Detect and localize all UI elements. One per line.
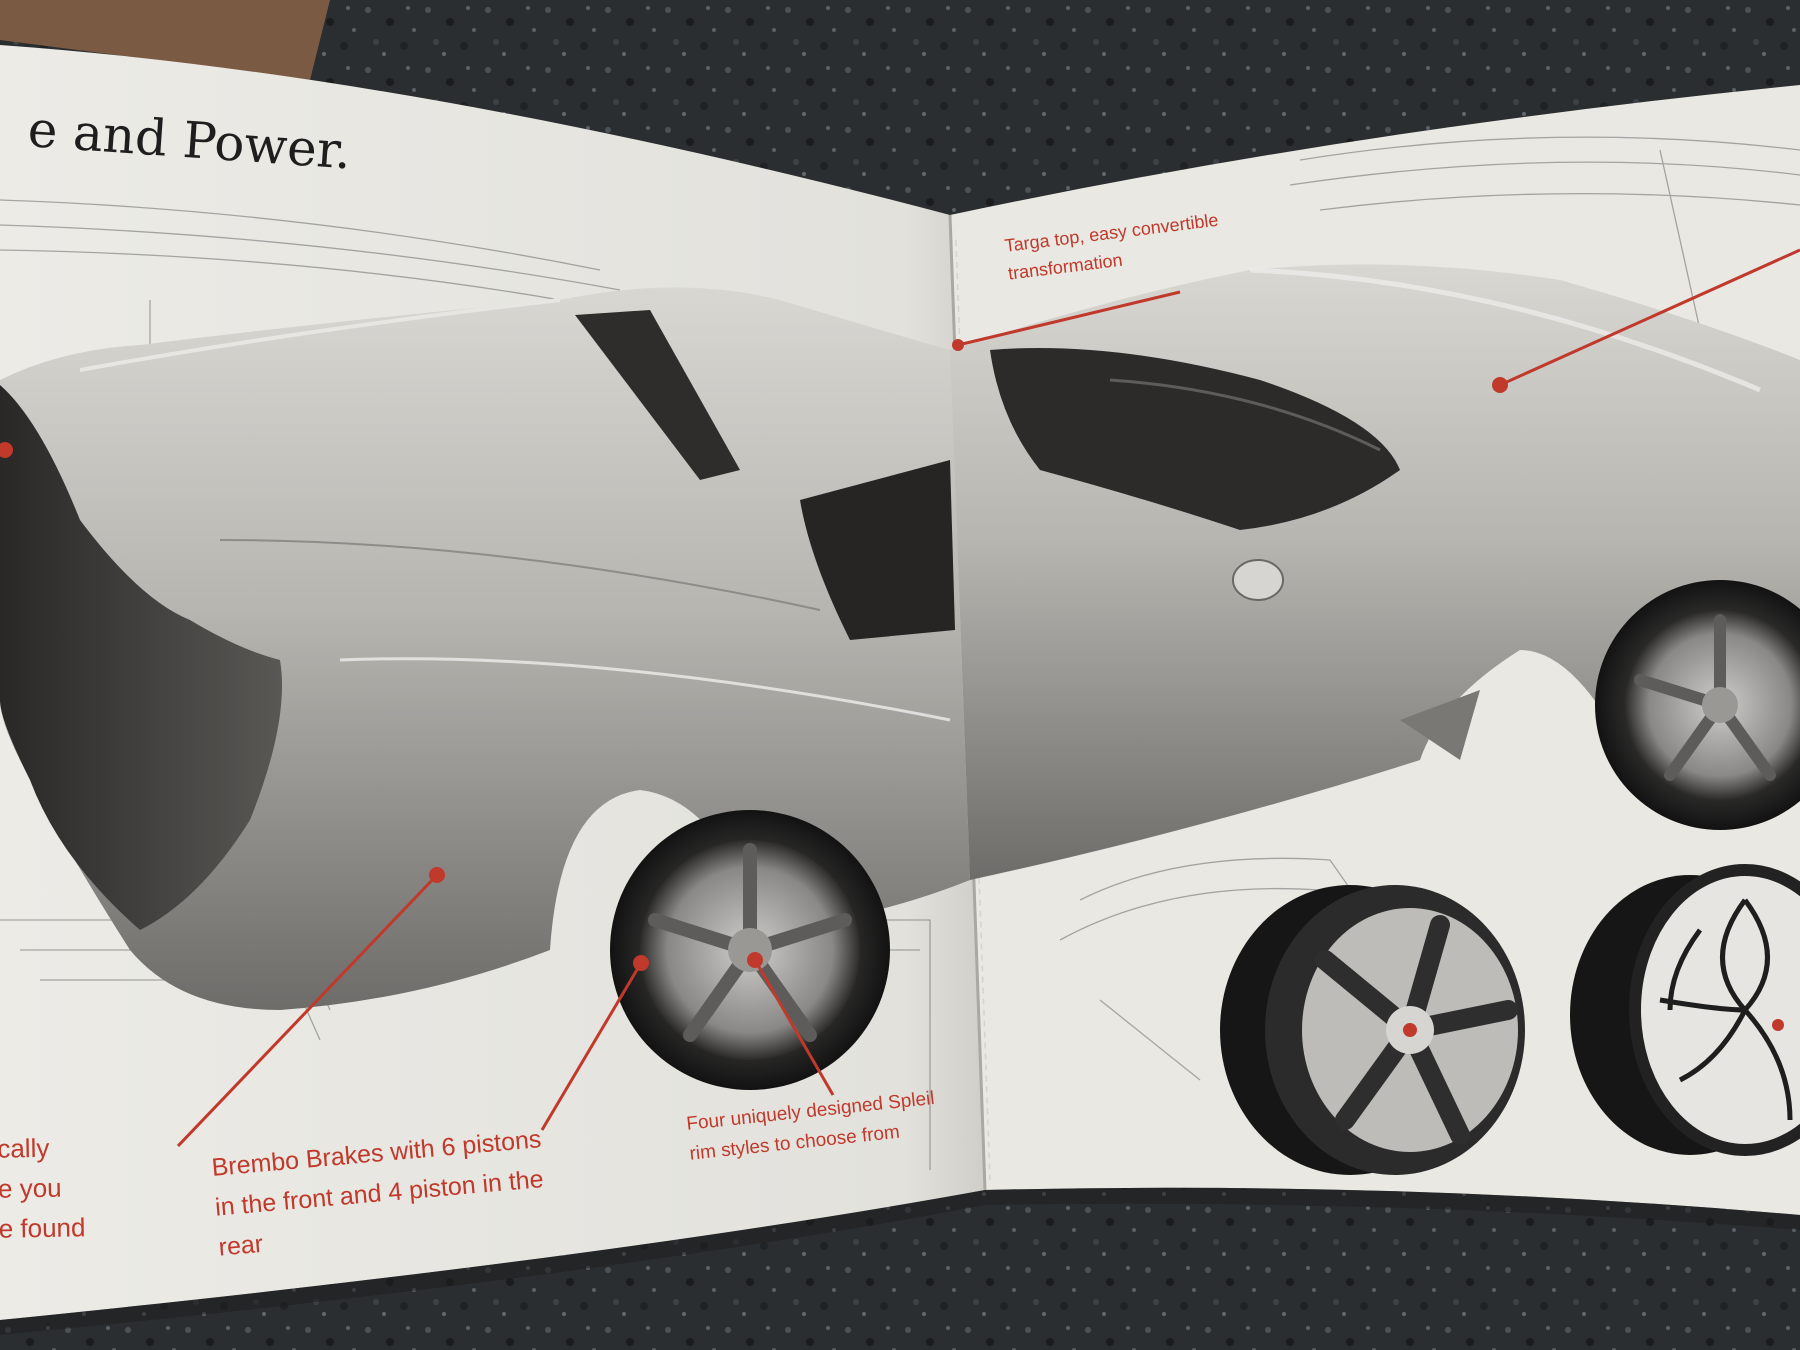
fragment-line: e found bbox=[0, 1212, 86, 1244]
fragment-line: e you bbox=[0, 1172, 62, 1204]
left-edge-text-fragment: cally e you e found bbox=[0, 1127, 86, 1248]
fragment-line: cally bbox=[0, 1132, 50, 1164]
